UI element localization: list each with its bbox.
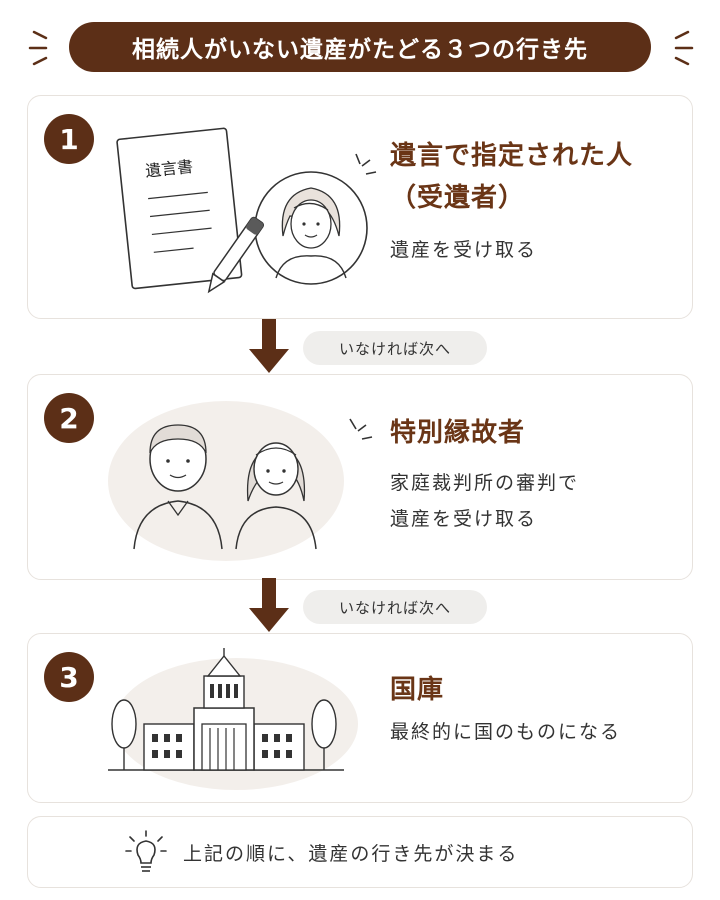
step-card-1: 1 遺言書 遺言で指定された人 （受遺者） 遺産を受け取る <box>27 95 693 319</box>
down-arrow-icon <box>249 319 289 373</box>
step-2-heading: 特別縁故者 <box>390 418 526 448</box>
lightbulb-icon <box>125 830 167 872</box>
step-card-2: 2 特別縁故者 家庭裁判所の審判で 遺産を受け取る <box>27 374 693 580</box>
national-treasury-illustration <box>108 648 358 790</box>
sparkle-left-icon <box>28 30 48 66</box>
step-3-description: 最終的に国のものになる <box>390 721 622 743</box>
title-banner: 相続人がいない遺産がたどる３つの行き先 <box>0 18 720 74</box>
step-1-description: 遺産を受け取る <box>390 239 538 261</box>
step-2-description-line1: 家庭裁判所の審判で <box>390 472 580 494</box>
step-1-heading-line1: 遺言で指定された人 <box>390 141 634 171</box>
footer-note: 上記の順に、遺産の行き先が決まる <box>27 816 693 888</box>
sparkle-right-icon <box>674 30 694 66</box>
special-relatives-illustration <box>108 401 373 561</box>
down-arrow-icon <box>249 578 289 632</box>
step-number-1: 1 <box>44 114 94 164</box>
condition-pill-2: いなければ次へ <box>303 590 487 624</box>
step-number-2: 2 <box>44 393 94 443</box>
condition-pill-1: いなければ次へ <box>303 331 487 365</box>
will-document-label: 遺言書 <box>144 157 194 181</box>
connector-1: いなければ次へ <box>0 319 720 375</box>
footer-text: 上記の順に、遺産の行き先が決まる <box>183 842 519 865</box>
step-number-3: 3 <box>44 652 94 702</box>
step-card-3: 3 国庫 最終的に国のものになる <box>27 633 693 803</box>
step-2-description-line2: 遺産を受け取る <box>390 508 538 530</box>
connector-2: いなければ次へ <box>0 578 720 634</box>
step-1-heading-line2: （受遺者） <box>390 183 526 213</box>
will-document-illustration: 遺言書 <box>116 127 377 294</box>
step-3-heading: 国庫 <box>390 675 445 705</box>
page-title: 相続人がいない遺産がたどる３つの行き先 <box>69 22 651 72</box>
